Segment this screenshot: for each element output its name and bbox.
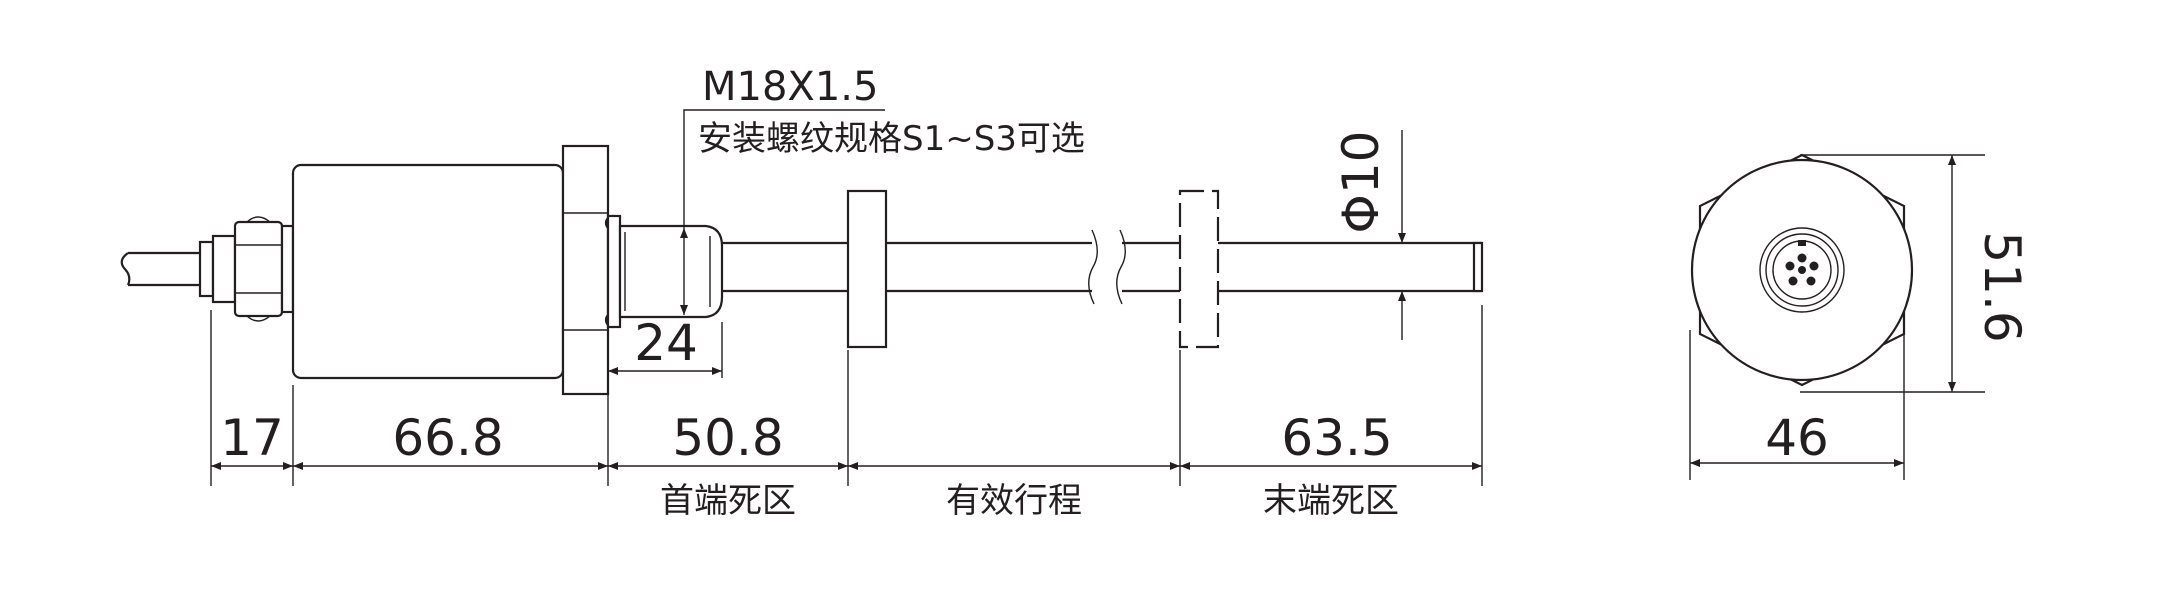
cable-gland: [198, 216, 295, 322]
label-start-dead-zone: 首端死区: [660, 481, 796, 521]
label-stroke: 有效行程: [946, 481, 1082, 521]
dim-cable-gland: 17: [220, 409, 284, 467]
dim-end-view-height: 51.6: [1973, 231, 2031, 342]
housing: [291, 163, 565, 380]
measuring-rod: [722, 229, 1484, 305]
dim-housing: 66.8: [392, 409, 503, 467]
cable: [120, 251, 200, 287]
side-view: [120, 144, 1484, 396]
magnet-ring-start: [846, 189, 888, 349]
thread-note: 安装螺纹规格S1~S3可选: [698, 119, 1085, 159]
dim-wrench-size: 24: [634, 314, 698, 372]
end-view: [1689, 153, 1985, 480]
thread-spec: M18X1.5: [702, 64, 878, 110]
dim-end-view-width: 46: [1765, 409, 1829, 467]
dim-start-dead-zone: 50.8: [672, 409, 783, 467]
magnet-ring-end: [1178, 189, 1220, 349]
label-end-dead-zone: 末端死区: [1263, 481, 1399, 521]
dim-rod-diameter: Φ10: [1332, 131, 1390, 234]
dim-end-dead-zone: 63.5: [1281, 409, 1392, 467]
thread-section: [606, 214, 724, 329]
connector-icon: [1759, 227, 1845, 313]
dimension-lines: [210, 109, 1483, 486]
